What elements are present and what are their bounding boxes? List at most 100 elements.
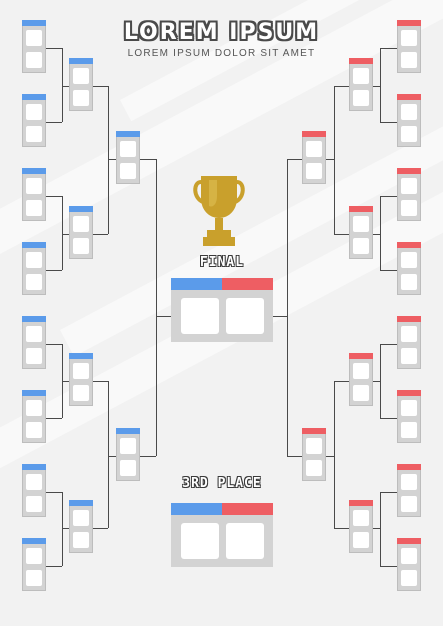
final-label: FINAL	[199, 255, 245, 270]
round1-right-6	[397, 390, 421, 443]
team-slot[interactable]	[401, 326, 417, 342]
team-slot[interactable]	[26, 548, 42, 564]
final-slot-left[interactable]	[180, 298, 219, 334]
team-slot[interactable]	[353, 385, 369, 401]
round1-left-8	[22, 538, 46, 591]
team-slot[interactable]	[401, 252, 417, 268]
team-slot[interactable]	[401, 548, 417, 564]
third-place-slot-left[interactable]	[180, 523, 219, 559]
team-slot[interactable]	[26, 104, 42, 120]
team-slot[interactable]	[353, 216, 369, 232]
team-slot[interactable]	[401, 570, 417, 586]
team-slot[interactable]	[401, 348, 417, 364]
team-slot[interactable]	[26, 496, 42, 512]
bracket-line	[380, 270, 397, 271]
team-slot[interactable]	[26, 52, 42, 68]
bracket-line	[93, 86, 108, 87]
team-slot[interactable]	[353, 90, 369, 106]
team-slot[interactable]	[401, 274, 417, 290]
page-title: LOREM IPSUM	[123, 20, 320, 45]
team-slot[interactable]	[26, 126, 42, 142]
bracket-line	[287, 159, 288, 456]
team-slot[interactable]	[73, 238, 89, 254]
team-slot[interactable]	[401, 400, 417, 416]
team-slot[interactable]	[353, 238, 369, 254]
team-slot[interactable]	[26, 252, 42, 268]
bracket-line	[156, 159, 157, 456]
team-slot[interactable]	[120, 460, 136, 476]
bracket-line	[62, 86, 69, 87]
bracket-line	[108, 456, 116, 457]
team-slot[interactable]	[401, 474, 417, 490]
team-slot[interactable]	[353, 68, 369, 84]
team-slot[interactable]	[401, 496, 417, 512]
team-slot[interactable]	[306, 163, 322, 179]
team-slot[interactable]	[306, 141, 322, 157]
bracket-line	[380, 196, 381, 270]
bracket-line	[334, 86, 335, 234]
team-slot[interactable]	[306, 438, 322, 454]
team-slot[interactable]	[120, 163, 136, 179]
round2-left-4	[69, 500, 93, 553]
team-slot[interactable]	[120, 438, 136, 454]
team-slot[interactable]	[73, 90, 89, 106]
bracket-line	[62, 381, 69, 382]
team-slot[interactable]	[26, 422, 42, 438]
team-slot[interactable]	[26, 348, 42, 364]
team-slot[interactable]	[26, 570, 42, 586]
bracket-line	[62, 196, 63, 270]
team-slot[interactable]	[73, 68, 89, 84]
round1-right-7	[397, 464, 421, 517]
team-slot[interactable]	[26, 400, 42, 416]
team-slot[interactable]	[401, 178, 417, 194]
bracket-line	[334, 86, 349, 87]
team-slot[interactable]	[401, 126, 417, 142]
semifinal-left-1	[116, 131, 140, 184]
bracket-line	[373, 234, 380, 235]
bracket-line	[334, 528, 349, 529]
bracket-line	[46, 492, 62, 493]
bracket-line	[62, 234, 69, 235]
bracket-line	[326, 159, 334, 160]
bracket-line	[62, 528, 69, 529]
bracket-line	[273, 316, 287, 317]
team-slot[interactable]	[353, 363, 369, 379]
team-slot[interactable]	[401, 52, 417, 68]
final-match	[171, 278, 273, 342]
round1-left-4	[22, 242, 46, 295]
bracket-line	[46, 122, 62, 123]
bracket-line	[156, 316, 171, 317]
bracket-line	[62, 492, 63, 566]
team-slot[interactable]	[73, 532, 89, 548]
team-slot[interactable]	[26, 178, 42, 194]
team-slot[interactable]	[26, 274, 42, 290]
team-slot[interactable]	[26, 30, 42, 46]
final-slot-right[interactable]	[225, 298, 264, 334]
team-slot[interactable]	[353, 532, 369, 548]
third-place-slot-right[interactable]	[225, 523, 264, 559]
third-place-label: 3RD PLACE	[182, 476, 262, 491]
team-slot[interactable]	[73, 510, 89, 526]
team-slot[interactable]	[401, 422, 417, 438]
team-slot[interactable]	[26, 474, 42, 490]
team-slot[interactable]	[401, 30, 417, 46]
bracket-line	[46, 196, 62, 197]
team-slot[interactable]	[73, 363, 89, 379]
bracket-line	[380, 418, 397, 419]
team-slot[interactable]	[26, 200, 42, 216]
team-slot[interactable]	[73, 216, 89, 232]
team-slot[interactable]	[401, 200, 417, 216]
team-slot[interactable]	[353, 510, 369, 526]
team-slot[interactable]	[26, 326, 42, 342]
bracket-line	[140, 159, 156, 160]
round2-right-1	[349, 58, 373, 111]
bracket-line	[62, 48, 63, 122]
round1-left-3	[22, 168, 46, 221]
team-slot[interactable]	[120, 141, 136, 157]
team-slot[interactable]	[306, 460, 322, 476]
team-slot[interactable]	[401, 104, 417, 120]
round2-left-3	[69, 353, 93, 406]
team-slot[interactable]	[73, 385, 89, 401]
bracket-line	[380, 344, 397, 345]
